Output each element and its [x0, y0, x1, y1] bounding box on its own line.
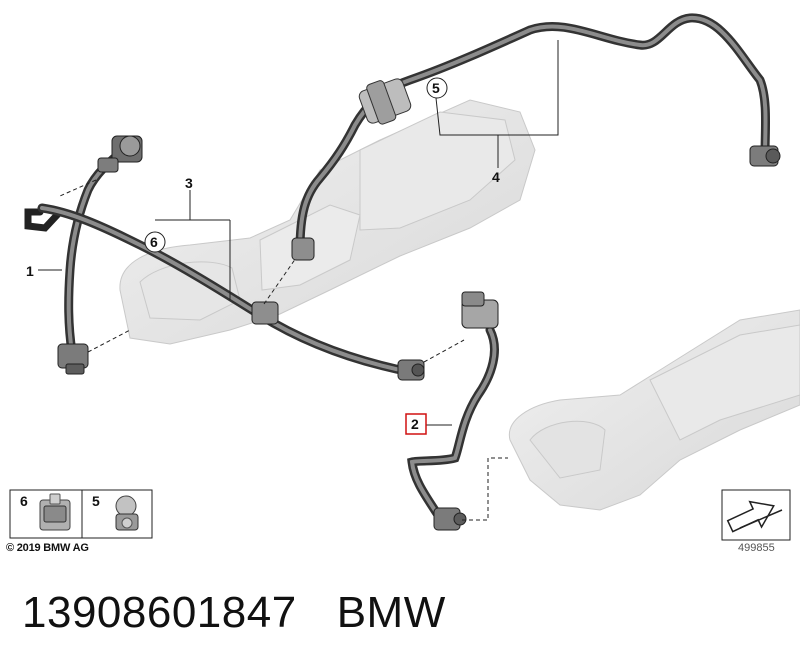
- callout-2: 2: [411, 416, 419, 432]
- callout-5-circle: 5: [426, 77, 448, 99]
- fitting-bottom-left: [57, 343, 89, 375]
- image-number: 499855: [738, 542, 775, 554]
- hose-1: [24, 145, 130, 357]
- copyright-text: © 2019 BMW AG: [6, 542, 89, 554]
- callout-1: 1: [26, 263, 34, 279]
- legend-number-5: 5: [92, 493, 100, 509]
- intake-manifold-ghost-right: [508, 309, 800, 511]
- callout-6: 6: [150, 234, 158, 250]
- clip-6-icon: [39, 493, 71, 531]
- fitting-top-left: [97, 135, 143, 173]
- callout-4: 4: [492, 169, 500, 185]
- leader-lines: [38, 40, 559, 426]
- hose-2: [407, 325, 499, 520]
- intake-manifold-ghost: [119, 99, 536, 345]
- callout-3: 3: [185, 175, 193, 191]
- fitting-hose3-end: [397, 359, 425, 381]
- callout-2-highlight: 2: [405, 413, 427, 435]
- assembly-lines: [59, 179, 508, 521]
- legend-box: 6 5: [9, 489, 153, 539]
- inline-filter-hose4: [358, 78, 412, 125]
- fitting-hose3-mid: [251, 301, 279, 325]
- part-number: 13908601847: [22, 588, 297, 637]
- callout-6-circle: 6: [144, 231, 166, 253]
- parts-diagram: 1 3 6 5 4 2 6 5: [9, 13, 800, 541]
- legend-number-6: 6: [20, 493, 28, 509]
- clip-5-icon: [115, 495, 139, 531]
- fitting-hose4-start: [291, 237, 315, 261]
- part-caption: 13908601847 BMW: [22, 588, 446, 638]
- callout-5: 5: [432, 80, 440, 96]
- valve-hose2-top: [461, 291, 499, 329]
- fitting-hose4-end: [749, 145, 781, 167]
- hose-3: [37, 203, 415, 377]
- brand-name: BMW: [336, 588, 446, 637]
- front-direction-icon: [721, 489, 791, 541]
- hose-4: [295, 13, 771, 255]
- fitting-hose2-end: [433, 507, 467, 531]
